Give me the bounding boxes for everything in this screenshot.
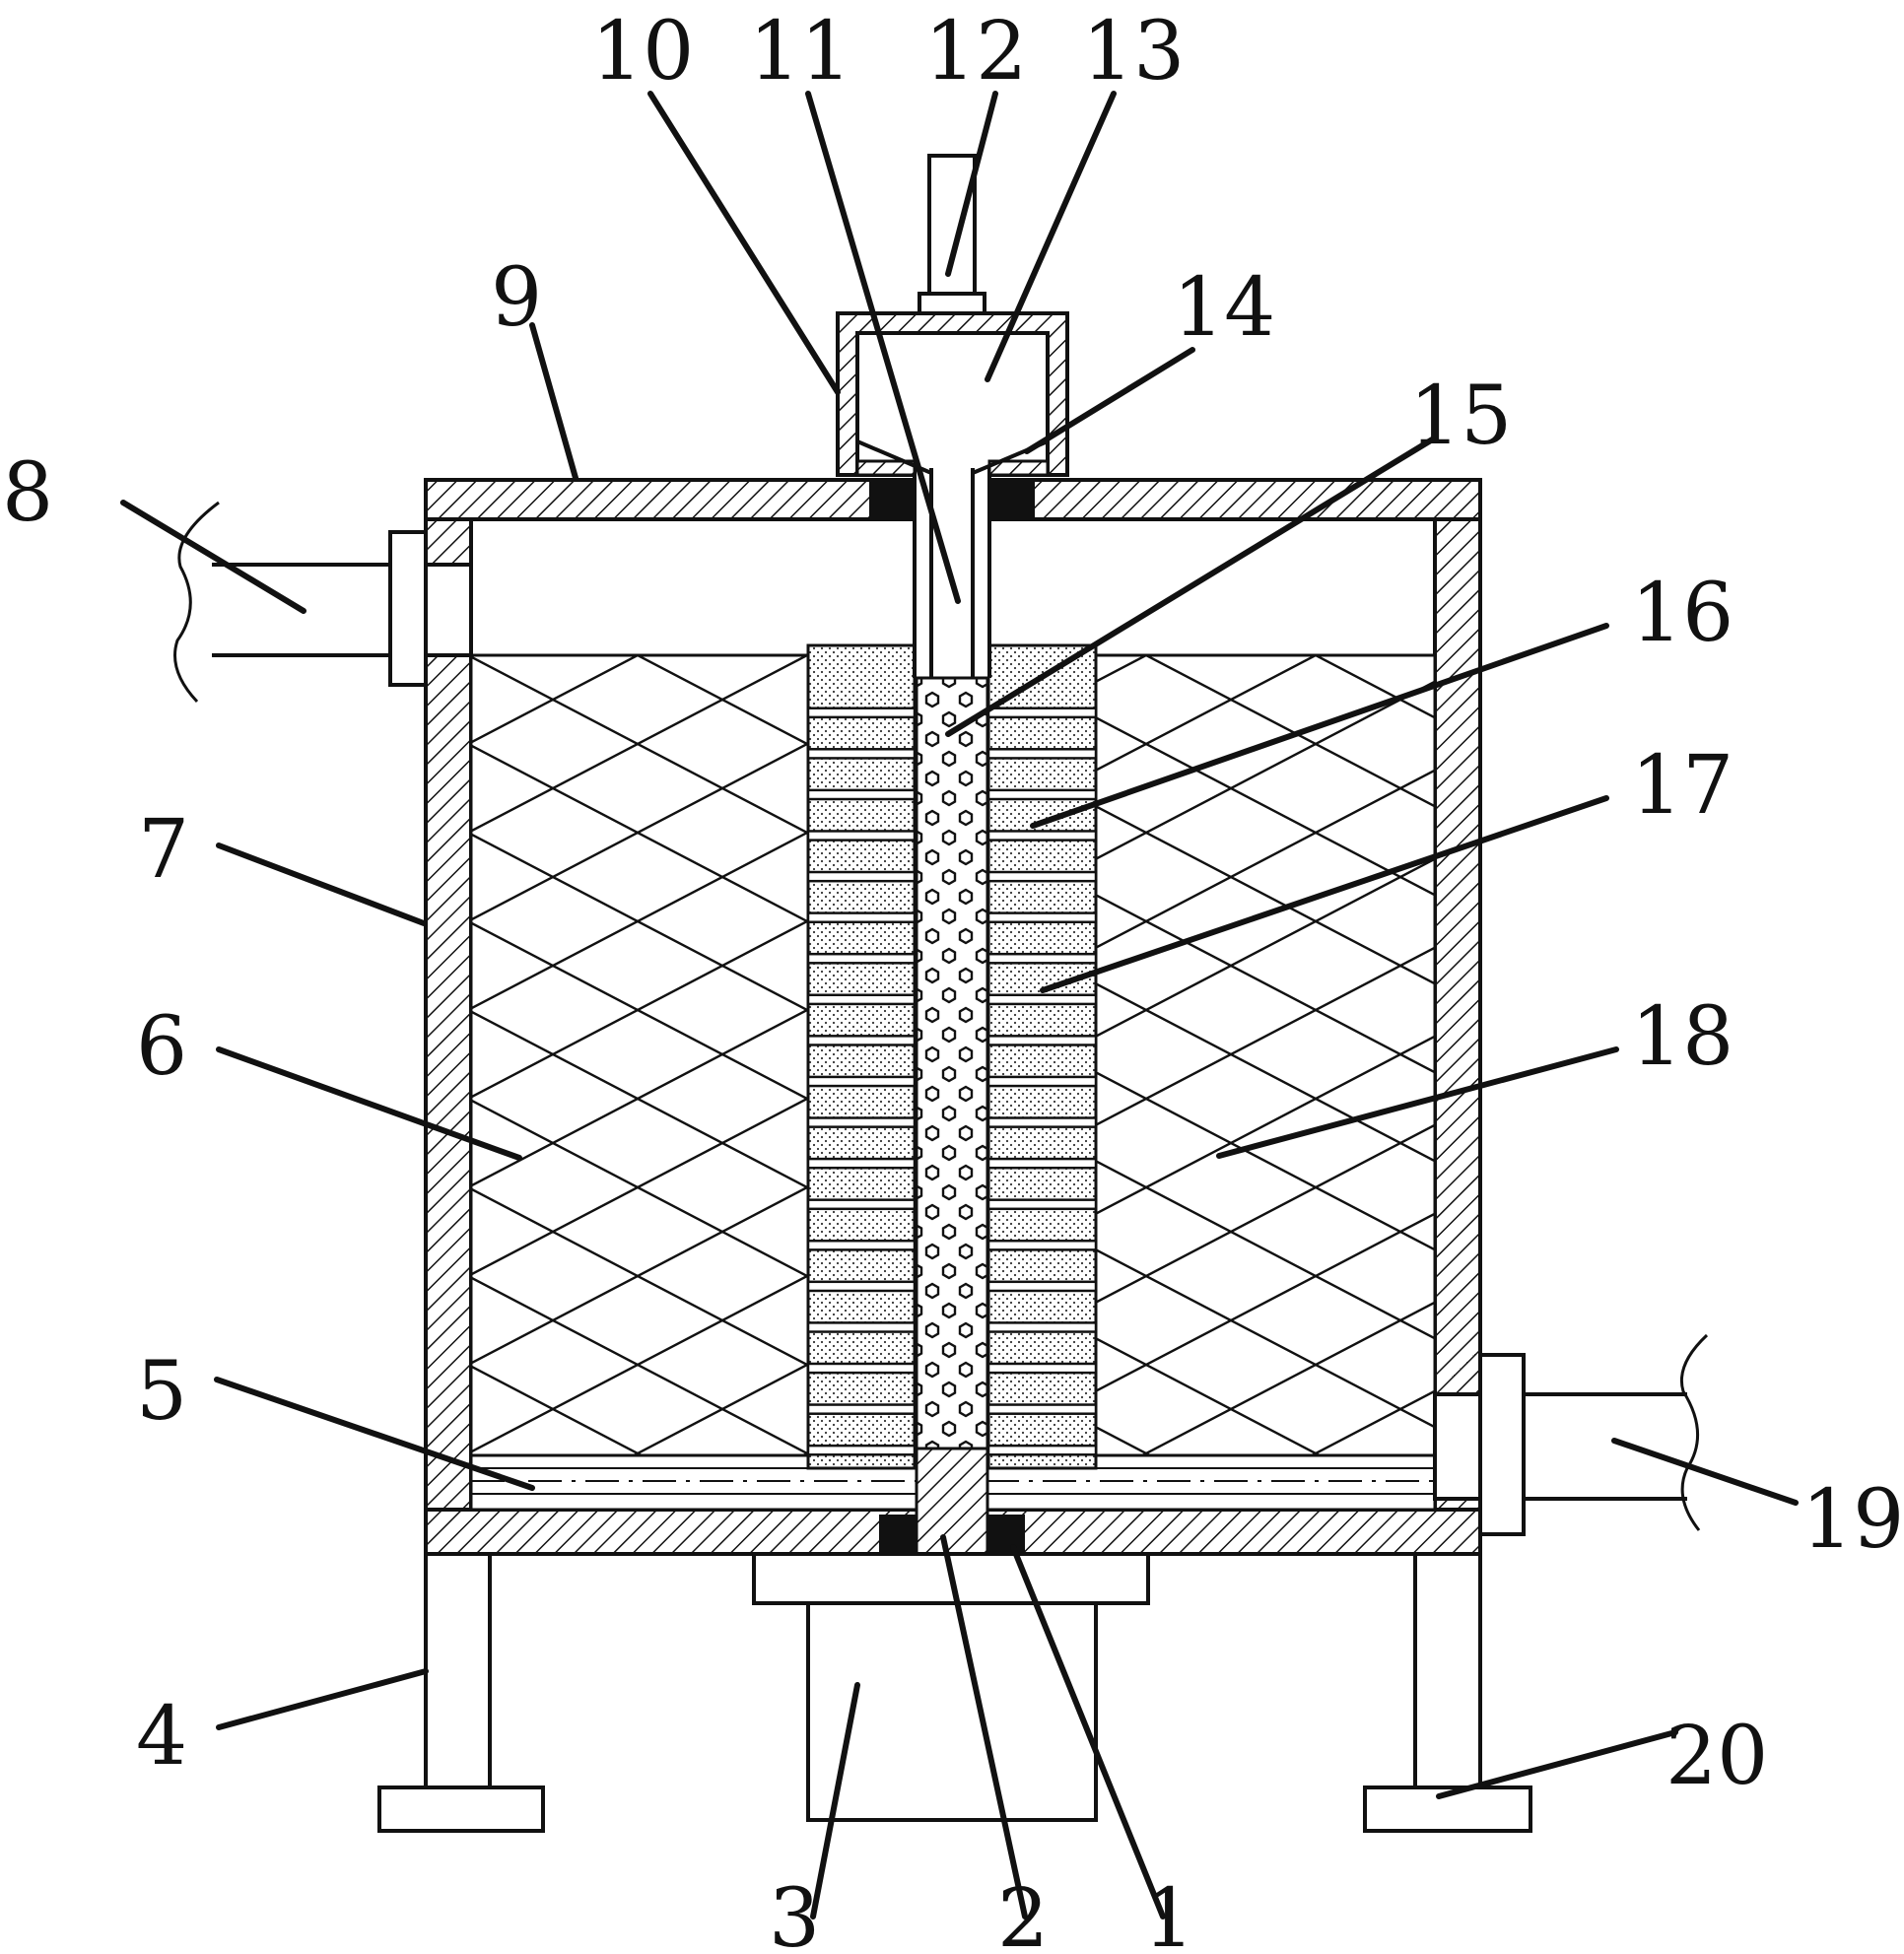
label-3: 3: [769, 1872, 820, 1954]
filter-disc: [986, 1239, 1098, 1251]
filter-disc: [806, 1075, 917, 1088]
filter-disc: [806, 1198, 917, 1211]
mesh-filter-right: [1094, 653, 1437, 1457]
filter-disc: [806, 788, 917, 801]
filter-disc: [986, 1075, 1098, 1088]
label-15: 15: [1409, 370, 1512, 463]
filter-disc: [986, 870, 1098, 883]
feed-port: [918, 154, 986, 315]
filter-disc: [986, 788, 1098, 801]
filter-disc: [806, 748, 917, 760]
filter-disc: [806, 830, 917, 842]
filter-disc-stack-right: [986, 643, 1098, 1470]
label-17: 17: [1631, 739, 1734, 833]
label-8: 8: [2, 446, 53, 540]
perforated-shaft: [915, 676, 989, 1450]
filter-disc: [986, 1035, 1098, 1046]
filter-disc: [986, 1157, 1098, 1170]
label-20: 20: [1666, 1710, 1768, 1803]
leader-lines: [120, 91, 1799, 1920]
filter-disc: [806, 1362, 917, 1375]
filter-disc: [806, 1116, 917, 1128]
filter-disc-stack-left: [806, 643, 917, 1470]
filter-disc: [986, 1321, 1098, 1333]
filter-disc: [806, 1239, 917, 1251]
label-6: 6: [136, 1000, 187, 1094]
callout-labels: 1 2 3 4 5 6 7 8 9 10 11 12 13 14 15 16 1…: [2, 5, 1904, 1954]
label-9: 9: [491, 251, 542, 345]
bottom-seal: [879, 1515, 1025, 1554]
top-seal: [869, 480, 1035, 519]
filter-disc: [986, 748, 1098, 760]
label-11: 11: [749, 5, 851, 99]
filter-disc: [986, 830, 1098, 842]
label-5: 5: [136, 1345, 187, 1439]
filter-disc: [806, 1280, 917, 1293]
filter-disc: [806, 911, 917, 924]
filter-disc: [806, 952, 917, 965]
label-7: 7: [138, 803, 189, 897]
filter-disc: [986, 1362, 1098, 1375]
filter-disc: [986, 1403, 1098, 1415]
filter-disc: [986, 1444, 1098, 1456]
filter-disc: [986, 911, 1098, 924]
outer-shell: [424, 478, 1482, 1556]
filter-disc: [986, 952, 1098, 965]
support-leg-left: [377, 1552, 545, 1833]
filter-disc: [986, 1280, 1098, 1293]
filter-disc: [986, 1116, 1098, 1128]
label-19: 19: [1802, 1473, 1904, 1567]
filter-disc: [806, 870, 917, 883]
label-4: 4: [136, 1690, 187, 1784]
label-13: 13: [1082, 5, 1185, 99]
filter-disc: [986, 707, 1098, 719]
filter-disc: [806, 1157, 917, 1170]
support-leg-right: [1363, 1552, 1532, 1833]
filter-disc: [806, 1321, 917, 1333]
outlet-pipe-left: [173, 501, 473, 704]
label-1: 1: [1143, 1872, 1194, 1954]
filter-disc: [806, 1403, 917, 1415]
label-16: 16: [1631, 567, 1734, 660]
mesh-filter-left: [469, 653, 810, 1457]
filter-disc: [806, 1444, 917, 1456]
motor: [752, 1552, 1150, 1822]
label-12: 12: [924, 5, 1027, 99]
filter-disc: [986, 1198, 1098, 1211]
label-10: 10: [591, 5, 694, 99]
hopper-box: [836, 311, 1069, 477]
drive-shaft: [915, 1447, 989, 1556]
filter-disc: [806, 1035, 917, 1046]
filter-disc: [986, 993, 1098, 1006]
filter-disc: [806, 993, 917, 1006]
outlet-pipe-right: [1433, 1333, 1709, 1536]
label-2: 2: [997, 1872, 1049, 1954]
filter-disc: [806, 707, 917, 719]
label-14: 14: [1173, 261, 1275, 355]
label-18: 18: [1631, 990, 1734, 1084]
